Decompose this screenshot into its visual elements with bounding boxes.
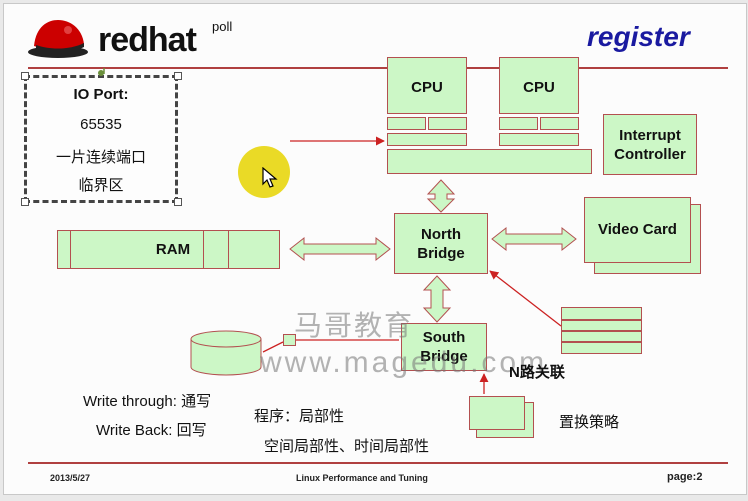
brand-name: redhat	[98, 21, 197, 59]
n-way-note: N路关联	[509, 364, 565, 381]
interrupt-controller-label: Interrupt Controller	[614, 127, 686, 163]
south-bridge: South Bridge	[401, 323, 487, 371]
ram-divider	[228, 231, 229, 268]
program-locality-note: 程序：局部性	[254, 408, 345, 425]
cpu-1-cache-l1a	[387, 117, 426, 130]
disk-icon	[190, 330, 262, 376]
watermark-url: www.magedu.com	[260, 346, 548, 379]
io-port-label: IO Port:	[73, 86, 129, 103]
cpu-2-cache-l1a	[499, 117, 538, 130]
cpu-1: CPU	[387, 57, 467, 114]
io-port-box[interactable]: IO Port: 65535 一片连续端口 临界区	[24, 75, 178, 203]
footer-date: 2013/5/27	[50, 473, 91, 483]
page-number: page:2	[667, 471, 703, 483]
footer-title: Linux Performance and Tuning	[296, 473, 428, 483]
slide: redhat poll register IO Port: 65535 一片连续…	[3, 3, 747, 495]
device-to-north-arrow	[489, 270, 562, 327]
brand-suffix: poll	[212, 19, 233, 34]
disk-connector-line	[262, 341, 284, 353]
write-through-note: Write through: 通写	[83, 393, 212, 410]
io-port-desc: 一片连续端口	[55, 149, 146, 166]
locality-types-note: 空间局部性、时间局部性	[264, 438, 430, 455]
north-south-arrow	[422, 275, 452, 323]
stacked-device-3	[561, 331, 642, 342]
mouse-cursor-icon	[262, 167, 278, 188]
cpu-2-cache-l2	[499, 133, 579, 146]
ram-divider	[70, 231, 71, 268]
video-card-label: Video Card	[598, 221, 677, 238]
ram-north-arrow	[289, 236, 391, 262]
stacked-device-4	[561, 342, 642, 354]
selection-handle[interactable]	[98, 70, 104, 76]
header-rule	[28, 67, 728, 69]
cpu-2: CPU	[499, 57, 579, 114]
watermark-cn: 马哥教育	[294, 310, 415, 341]
io-port-value: 65535	[80, 116, 122, 133]
north-video-arrow	[491, 226, 577, 252]
north-bridge: North Bridge	[394, 213, 488, 274]
ram: RAM	[57, 230, 280, 269]
cpu-1-cache-l2	[387, 133, 467, 146]
interrupt-controller: Interrupt Controller	[603, 114, 697, 175]
replacement-note: 置换策略	[559, 414, 620, 431]
slide-title: register	[587, 21, 690, 52]
io-port-critical: 临界区	[78, 177, 124, 194]
selection-handle[interactable]	[174, 72, 182, 80]
video-card: Video Card	[584, 197, 691, 263]
shared-cache-bar	[387, 149, 592, 174]
disk-connector	[283, 334, 296, 346]
north-bridge-label: North Bridge	[417, 226, 465, 262]
selection-handle[interactable]	[21, 198, 29, 206]
selection-handle[interactable]	[174, 198, 182, 206]
cpu-2-label: CPU	[523, 79, 555, 96]
south-bridge-label: South Bridge	[420, 329, 468, 365]
ram-divider	[203, 231, 204, 268]
footer-rule	[28, 462, 728, 464]
diagram-arrows	[103, 68, 577, 394]
cpu-1-label: CPU	[411, 79, 443, 96]
stacked-device-1	[561, 307, 642, 320]
write-back-note: Write Back: 回写	[96, 422, 207, 439]
selection-handle[interactable]	[21, 72, 29, 80]
redhat-logo	[28, 20, 88, 58]
cpu-1-cache-l1b	[428, 117, 467, 130]
device-box	[469, 396, 525, 430]
ram-label: RAM	[155, 241, 191, 258]
stacked-device-2	[561, 320, 642, 331]
cpu-2-cache-l1b	[540, 117, 579, 130]
cpu-north-arrow	[426, 179, 456, 213]
